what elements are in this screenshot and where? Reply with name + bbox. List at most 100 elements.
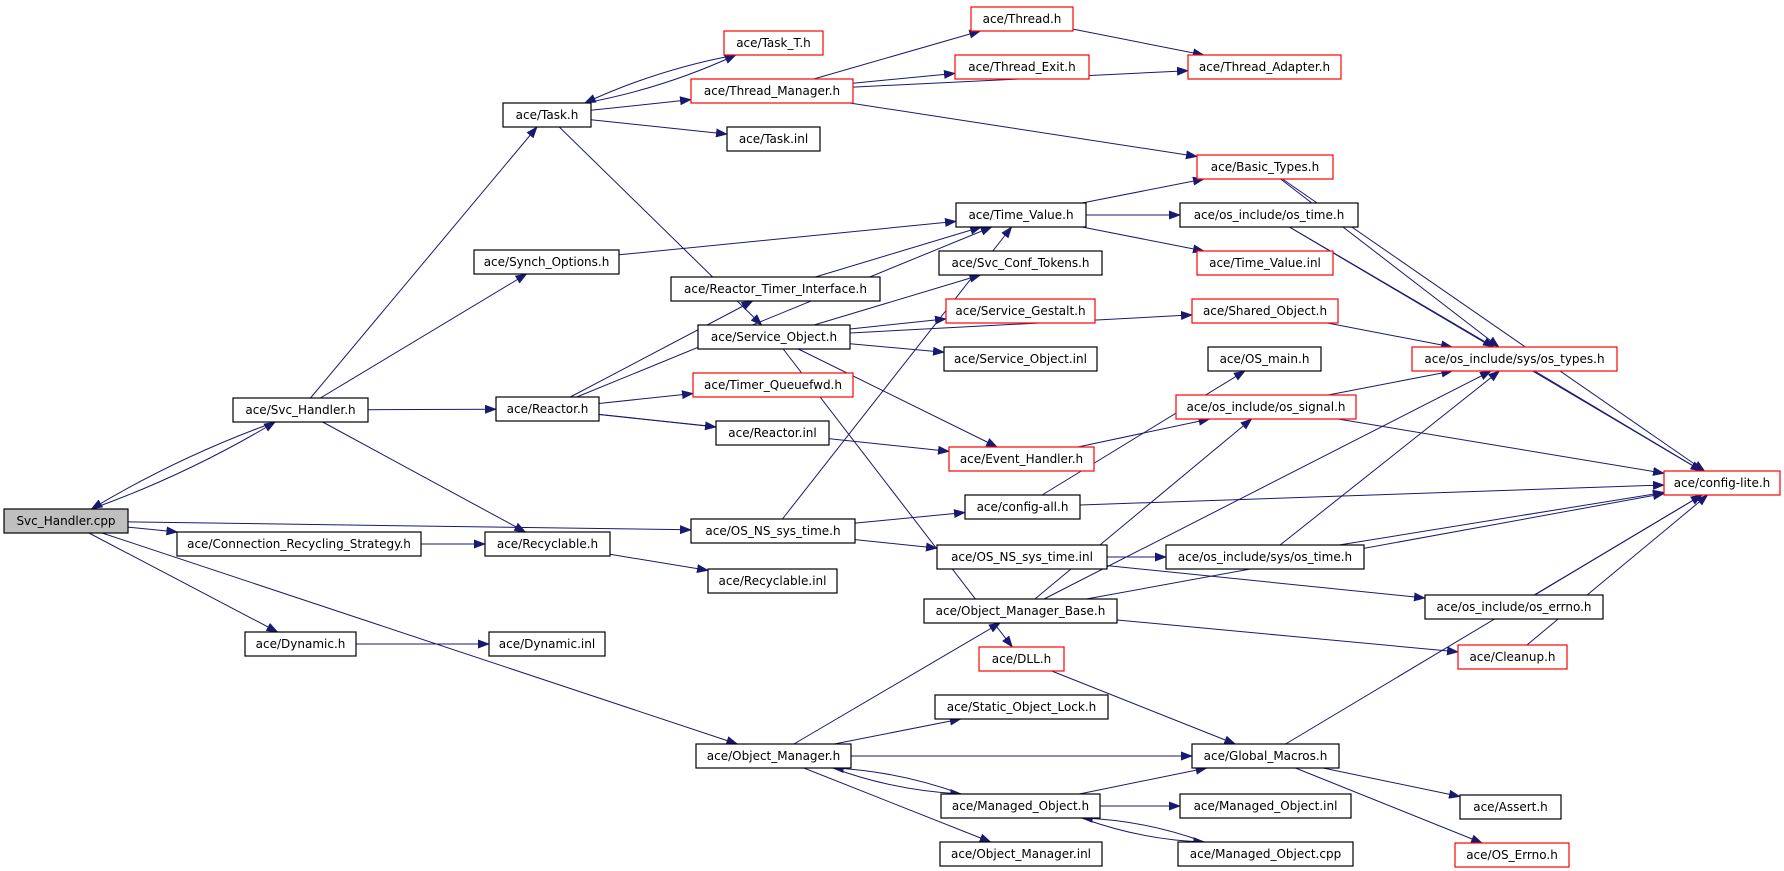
node-time-value-inl[interactable]: ace/Time_Value.inl [1196,250,1334,276]
node-box[interactable] [978,646,1065,672]
node-box[interactable] [488,631,606,657]
node-task-inl[interactable]: ace/Task.inl [726,126,821,152]
node-box[interactable] [1179,793,1352,819]
node-thread-manager-h[interactable]: ace/Thread_Manager.h [690,78,854,104]
node-box[interactable] [495,396,600,422]
node-box[interactable] [715,420,830,446]
node-os-errno-h[interactable]: ace/os_include/os_errno.h [1424,594,1604,620]
node-box[interactable] [726,126,821,152]
node-static-object-lock-h[interactable]: ace/Static_Object_Lock.h [934,694,1109,720]
node-os-ns-sys-time-inl[interactable]: ace/OS_NS_sys_time.inl [936,544,1108,570]
node-box[interactable] [1179,202,1359,228]
node-box[interactable] [954,54,1090,80]
node-task-t-h[interactable]: ace/Task_T.h [723,30,824,56]
node-box[interactable] [970,6,1074,32]
node-box[interactable] [1191,743,1340,769]
node-global-macros-h[interactable]: ace/Global_Macros.h [1191,743,1340,769]
node-box[interactable] [707,568,838,594]
node-box[interactable] [940,793,1101,819]
node-box[interactable] [938,250,1103,276]
node-thread-h[interactable]: ace/Thread.h [970,6,1074,32]
node-object-manager-base-h[interactable]: ace/Object_Manager_Base.h [923,598,1118,624]
node-dynamic-inl[interactable]: ace/Dynamic.inl [488,631,606,657]
node-managed-object-h[interactable]: ace/Managed_Object.h [940,793,1101,819]
node-connection-recycling-strategy-h[interactable]: ace/Connection_Recycling_Strategy.h [176,531,422,557]
node-box[interactable] [1165,544,1365,570]
node-reactor-timer-interface-h[interactable]: ace/Reactor_Timer_Interface.h [670,276,881,302]
node-sys-os-time-h[interactable]: ace/os_include/sys/os_time.h [1165,544,1365,570]
node-recyclable-inl[interactable]: ace/Recyclable.inl [707,568,838,594]
node-box[interactable] [1424,594,1604,620]
node-event-handler-h[interactable]: ace/Event_Handler.h [948,446,1095,472]
node-box[interactable] [3,508,129,534]
node-os-main-h[interactable]: ace/OS_main.h [1207,346,1322,372]
node-box[interactable] [690,78,854,104]
node-dll-h[interactable]: ace/DLL.h [978,646,1065,672]
node-box[interactable] [1177,841,1354,867]
node-service-gestalt-h[interactable]: ace/Service_Gestalt.h [945,298,1096,324]
node-box[interactable] [1457,644,1568,670]
node-assert-h[interactable]: ace/Assert.h [1459,794,1562,820]
node-box[interactable] [939,841,1103,867]
node-cleanup-h[interactable]: ace/Cleanup.h [1457,644,1568,670]
node-os-signal-h[interactable]: ace/os_include/os_signal.h [1175,394,1357,420]
node-box[interactable] [690,518,856,544]
node-box[interactable] [484,531,611,557]
node-box[interactable] [176,531,422,557]
node-box[interactable] [670,276,881,302]
node-box[interactable] [1191,298,1339,324]
node-svc-handler-cpp[interactable]: Svc_Handler.cpp [3,508,129,534]
node-reactor-h[interactable]: ace/Reactor.h [495,396,600,422]
node-box[interactable] [244,631,357,657]
node-box[interactable] [473,249,620,275]
node-os-types-h[interactable]: ace/os_include/sys/os_types.h [1411,346,1618,372]
node-managed-object-cpp[interactable]: ace/Managed_Object.cpp [1177,841,1354,867]
node-box[interactable] [1196,250,1334,276]
node-object-manager-h[interactable]: ace/Object_Manager.h [695,743,852,769]
node-os-ns-sys-time-h[interactable]: ace/OS_NS_sys_time.h [690,518,856,544]
node-box[interactable] [502,102,592,128]
node-config-lite-h[interactable]: ace/config-lite.h [1663,470,1781,496]
node-basic-types-h[interactable]: ace/Basic_Types.h [1196,154,1334,180]
node-os-errno-h-upper[interactable]: ace/OS_Errno.h [1454,842,1570,868]
node-box[interactable] [692,372,854,398]
node-svc-handler-h[interactable]: ace/Svc_Handler.h [232,397,369,423]
node-timer-queuefwd-h[interactable]: ace/Timer_Queuefwd.h [692,372,854,398]
node-dynamic-h[interactable]: ace/Dynamic.h [244,631,357,657]
node-synch-options-h[interactable]: ace/Synch_Options.h [473,249,620,275]
node-box[interactable] [943,346,1098,372]
node-box[interactable] [723,30,824,56]
node-reactor-inl[interactable]: ace/Reactor.inl [715,420,830,446]
node-box[interactable] [695,743,852,769]
node-box[interactable] [1196,154,1334,180]
node-shared-object-h[interactable]: ace/Shared_Object.h [1191,298,1339,324]
node-thread-exit-h[interactable]: ace/Thread_Exit.h [954,54,1090,80]
node-box[interactable] [697,324,851,350]
node-box[interactable] [1187,54,1342,80]
node-box[interactable] [1454,842,1570,868]
node-box[interactable] [1663,470,1781,496]
node-box[interactable] [1459,794,1562,820]
node-box[interactable] [1175,394,1357,420]
node-os-time-h[interactable]: ace/os_include/os_time.h [1179,202,1359,228]
node-svc-conf-tokens-h[interactable]: ace/Svc_Conf_Tokens.h [938,250,1103,276]
node-service-object-h[interactable]: ace/Service_Object.h [697,324,851,350]
node-box[interactable] [232,397,369,423]
node-box[interactable] [1411,346,1618,372]
node-thread-adapter-h[interactable]: ace/Thread_Adapter.h [1187,54,1342,80]
node-box[interactable] [955,202,1087,228]
node-box[interactable] [1207,346,1322,372]
node-task-h[interactable]: ace/Task.h [502,102,592,128]
node-box[interactable] [923,598,1118,624]
node-recyclable-h[interactable]: ace/Recyclable.h [484,531,611,557]
node-time-value-h[interactable]: ace/Time_Value.h [955,202,1087,228]
node-box[interactable] [964,494,1081,520]
node-config-all-h[interactable]: ace/config-all.h [964,494,1081,520]
node-managed-object-inl[interactable]: ace/Managed_Object.inl [1179,793,1352,819]
node-box[interactable] [934,694,1109,720]
node-box[interactable] [948,446,1095,472]
node-box[interactable] [945,298,1096,324]
node-box[interactable] [936,544,1108,570]
node-object-manager-inl[interactable]: ace/Object_Manager.inl [939,841,1103,867]
node-service-object-inl[interactable]: ace/Service_Object.inl [943,346,1098,372]
